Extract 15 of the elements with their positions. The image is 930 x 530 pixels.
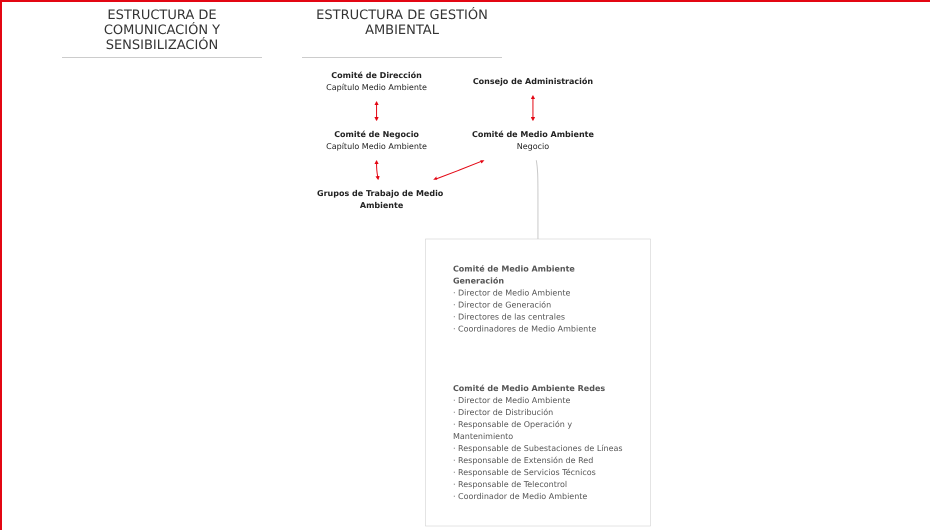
node-text: Comité de Medio Ambiente Redes · Director de Medio Ambiente · Director de Distribución · Responsable de Operación y Mantenimiento · Responsable de Subestaciones de Líneas · Responsable de Extensión de Red · Responsable de Servicios Técnicos · Responsable de Telecontrol · Coordinador de Medio Ambiente xyxy=(452,383,623,501)
arrow xyxy=(374,160,380,180)
connector xyxy=(536,160,538,240)
node-text: Comité de Dirección Capítulo Medio Ambiente xyxy=(326,70,427,92)
arrow xyxy=(433,160,485,181)
cluster xyxy=(425,238,651,526)
node-text: Comité de Medio Ambiente Negocio xyxy=(472,130,594,151)
node-text: Grupos de Trabajo de Medio Ambiente xyxy=(317,188,444,210)
column-heading: ESTRUCTURA DE COMUNICACIÓN Y SENSIBILIZACIÓN xyxy=(62,8,262,58)
node-text: Comité de Medio Ambiente Generación · Director de Medio Ambiente · Director de Generación · Directores de las centrales · Coordinadores de Medio Ambiente xyxy=(452,264,596,334)
node-text: Consejo de Administración xyxy=(472,76,594,86)
arrow xyxy=(530,95,536,122)
node-text: Comité de Negocio Capítulo Medio Ambiente xyxy=(326,130,427,151)
column-heading: ESTRUCTURA DE GESTIÓN AMBIENTAL xyxy=(302,8,502,58)
arrow xyxy=(374,101,379,122)
